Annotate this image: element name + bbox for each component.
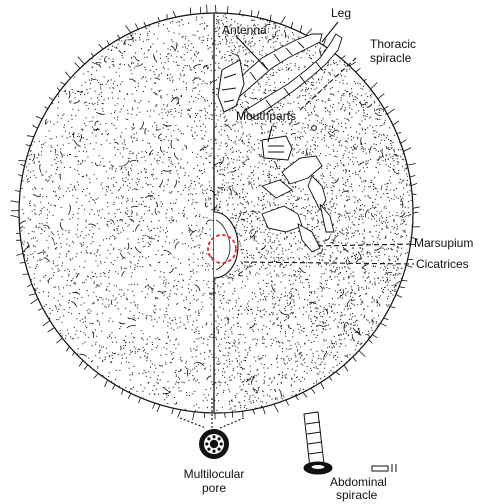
label-antenna: Antenna: [222, 23, 267, 37]
thoracic-spiracle-marker: [311, 125, 317, 131]
ventral-stipple: [213, 13, 413, 413]
midleg: [261, 155, 327, 211]
hindleg: [261, 203, 335, 253]
marsupium-opening: [213, 211, 239, 279]
label-multilocular-pore-2: pore: [202, 481, 226, 495]
label-cicatrices: Cicatrices: [416, 257, 469, 271]
label-mouthparts: Mouthparts: [236, 109, 296, 123]
vulva-highlight: [207, 234, 237, 264]
antenna: [227, 33, 323, 99]
multilocular-pore-icon: [199, 429, 229, 459]
label-abdominal-spiracle-2: spiracle: [336, 488, 378, 502]
abdominal-spiracle-icon: [303, 411, 397, 475]
label-abdominal-spiracle-1: Abdominal: [330, 475, 387, 489]
marginal-setae: [10, 4, 420, 421]
label-leg: Leg: [331, 6, 351, 20]
mouthparts: [217, 59, 293, 161]
label-marsupium: Marsupium: [414, 236, 473, 250]
leg: [245, 33, 343, 119]
leader-lines: [179, 21, 415, 429]
label-thoracic-spiracle-1: Thoracic: [370, 37, 416, 51]
label-thoracic-spiracle-2: spiracle: [370, 51, 412, 65]
label-multilocular-pore-1: Multilocular: [184, 467, 245, 481]
